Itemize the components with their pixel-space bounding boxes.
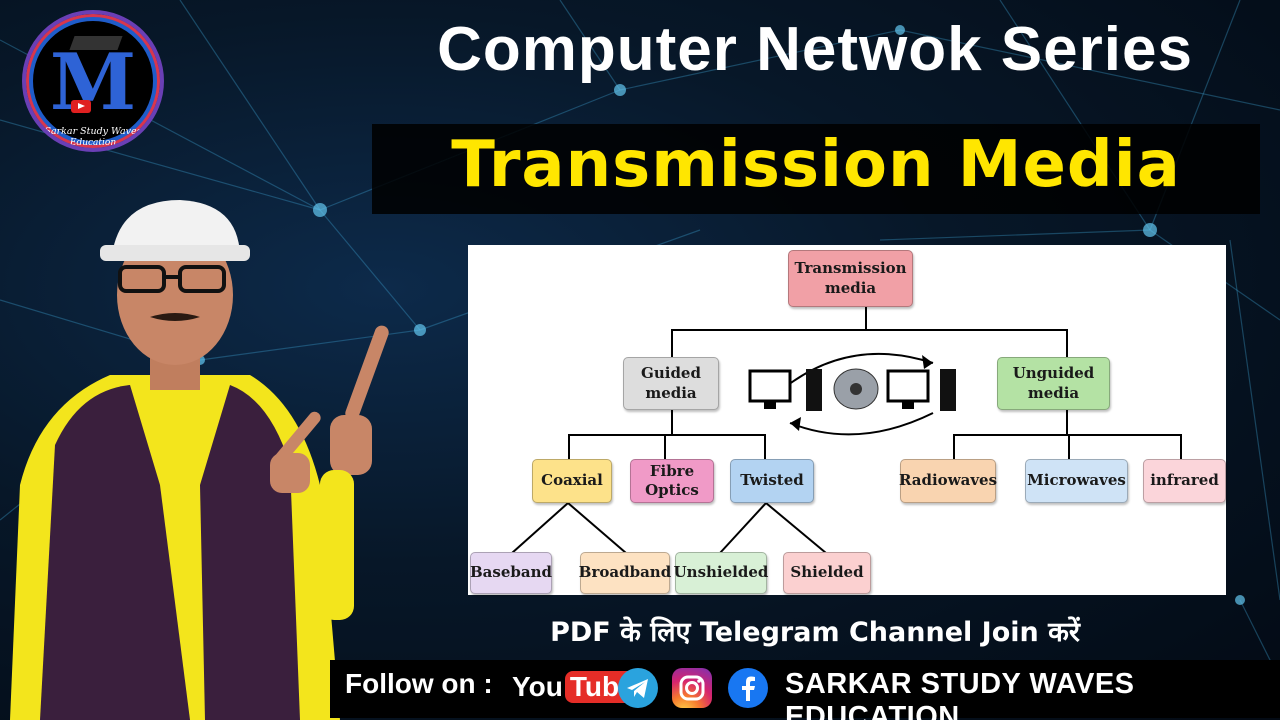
logo-text-line2: Education: [69, 138, 117, 148]
node-baseband: Baseband: [470, 552, 552, 594]
topic-title: Transmission Media: [451, 128, 1181, 202]
logo-letter: M: [49, 37, 137, 128]
follow-bar: [330, 660, 1280, 718]
node-twisted: Twisted: [730, 459, 814, 503]
node-unshielded: Unshielded: [674, 552, 768, 594]
diagram-branch-lines: [511, 352, 956, 554]
facebook-icon[interactable]: [728, 668, 768, 708]
telegram-icon[interactable]: [618, 668, 658, 708]
pdf-telegram-note: PDF के लिए Telegram Channel Join करें: [550, 617, 1080, 648]
channel-logo: M Sarkar Study Waves Education: [22, 10, 164, 152]
computer-transfer-icon: [748, 352, 956, 436]
instagram-icon[interactable]: [672, 668, 712, 708]
youtube-play-icon: [71, 100, 91, 113]
follow-label: Follow on :: [345, 668, 493, 699]
node-shielded: Shielded: [783, 552, 871, 594]
presenter-image: [10, 200, 389, 720]
node-coaxial: Coaxial: [532, 459, 612, 503]
node-infrared: infrared: [1143, 459, 1226, 503]
node-radiowaves: Radiowaves: [899, 459, 997, 503]
youtube-you-text: You: [512, 671, 563, 702]
node-broadband: Broadband: [579, 552, 671, 594]
topic-title-box: [372, 124, 1260, 214]
series-title: Computer Netwok Series: [437, 15, 1193, 84]
node-microwaves: Microwaves: [1025, 459, 1128, 503]
channel-name: SARKAR STUDY WAVES EDUCATION: [785, 668, 1135, 720]
logo-text-line1: Sarkar Study Waves: [44, 126, 142, 137]
